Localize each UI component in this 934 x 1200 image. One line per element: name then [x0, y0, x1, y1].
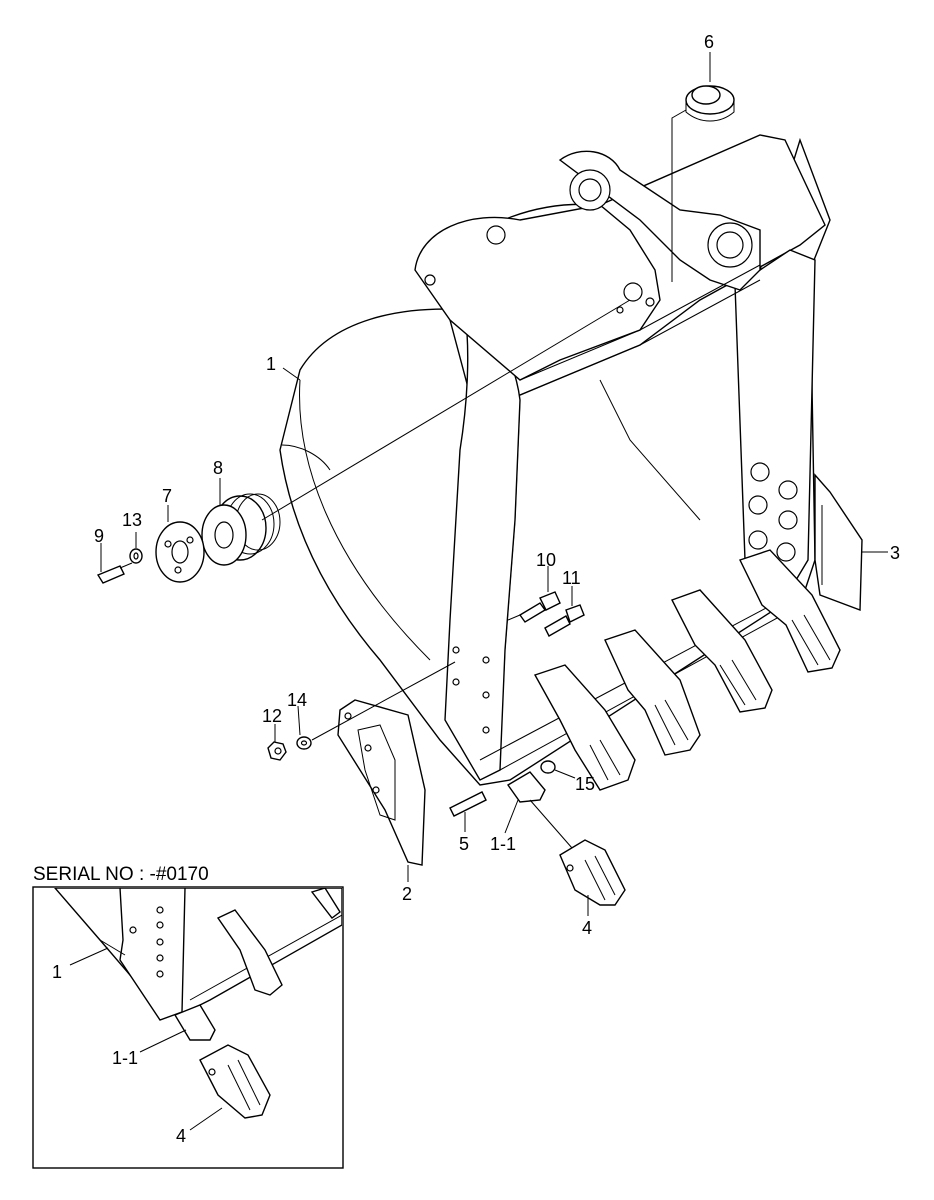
inset-callout-1: 1 [52, 962, 62, 982]
serial-caption: SERIAL NO : -#0170 [33, 864, 209, 885]
pin-5 [449, 791, 487, 817]
boss-assembly [96, 493, 281, 584]
side-cutter-bolts [748, 462, 798, 562]
bolt-11 [544, 604, 585, 637]
callout-1: 1 [266, 354, 276, 374]
bucket-teeth [533, 549, 841, 791]
callout-13: 13 [122, 510, 142, 530]
callout-6: 6 [704, 32, 714, 52]
callout-14: 14 [287, 690, 307, 710]
callout-9: 9 [94, 526, 104, 546]
callout-7: 7 [162, 486, 172, 506]
callout-5: 5 [459, 834, 469, 854]
side-cutter-right [814, 473, 863, 611]
inset-box [32, 886, 344, 1169]
callout-15: 15 [575, 774, 595, 794]
nut-washer [267, 736, 312, 761]
tooth-4 [559, 839, 626, 906]
callout-11: 11 [562, 568, 581, 588]
callout-4: 4 [582, 918, 592, 938]
leader-lines [100, 52, 888, 916]
washer-15 [540, 760, 556, 774]
pin-6 [685, 85, 735, 122]
inset-callout-1-1: 1-1 [112, 1048, 138, 1068]
callout-8: 8 [213, 458, 223, 478]
inset-callout-4: 4 [176, 1126, 186, 1146]
callout-2: 2 [402, 884, 412, 904]
callout-3: 3 [890, 543, 900, 563]
side-cutter-left [337, 699, 426, 866]
callout-12: 12 [262, 706, 282, 726]
callout-1-1: 1-1 [490, 834, 516, 854]
bolt-10 [518, 591, 561, 623]
adapter-1-1 [506, 771, 546, 803]
callout-10: 10 [536, 550, 556, 570]
